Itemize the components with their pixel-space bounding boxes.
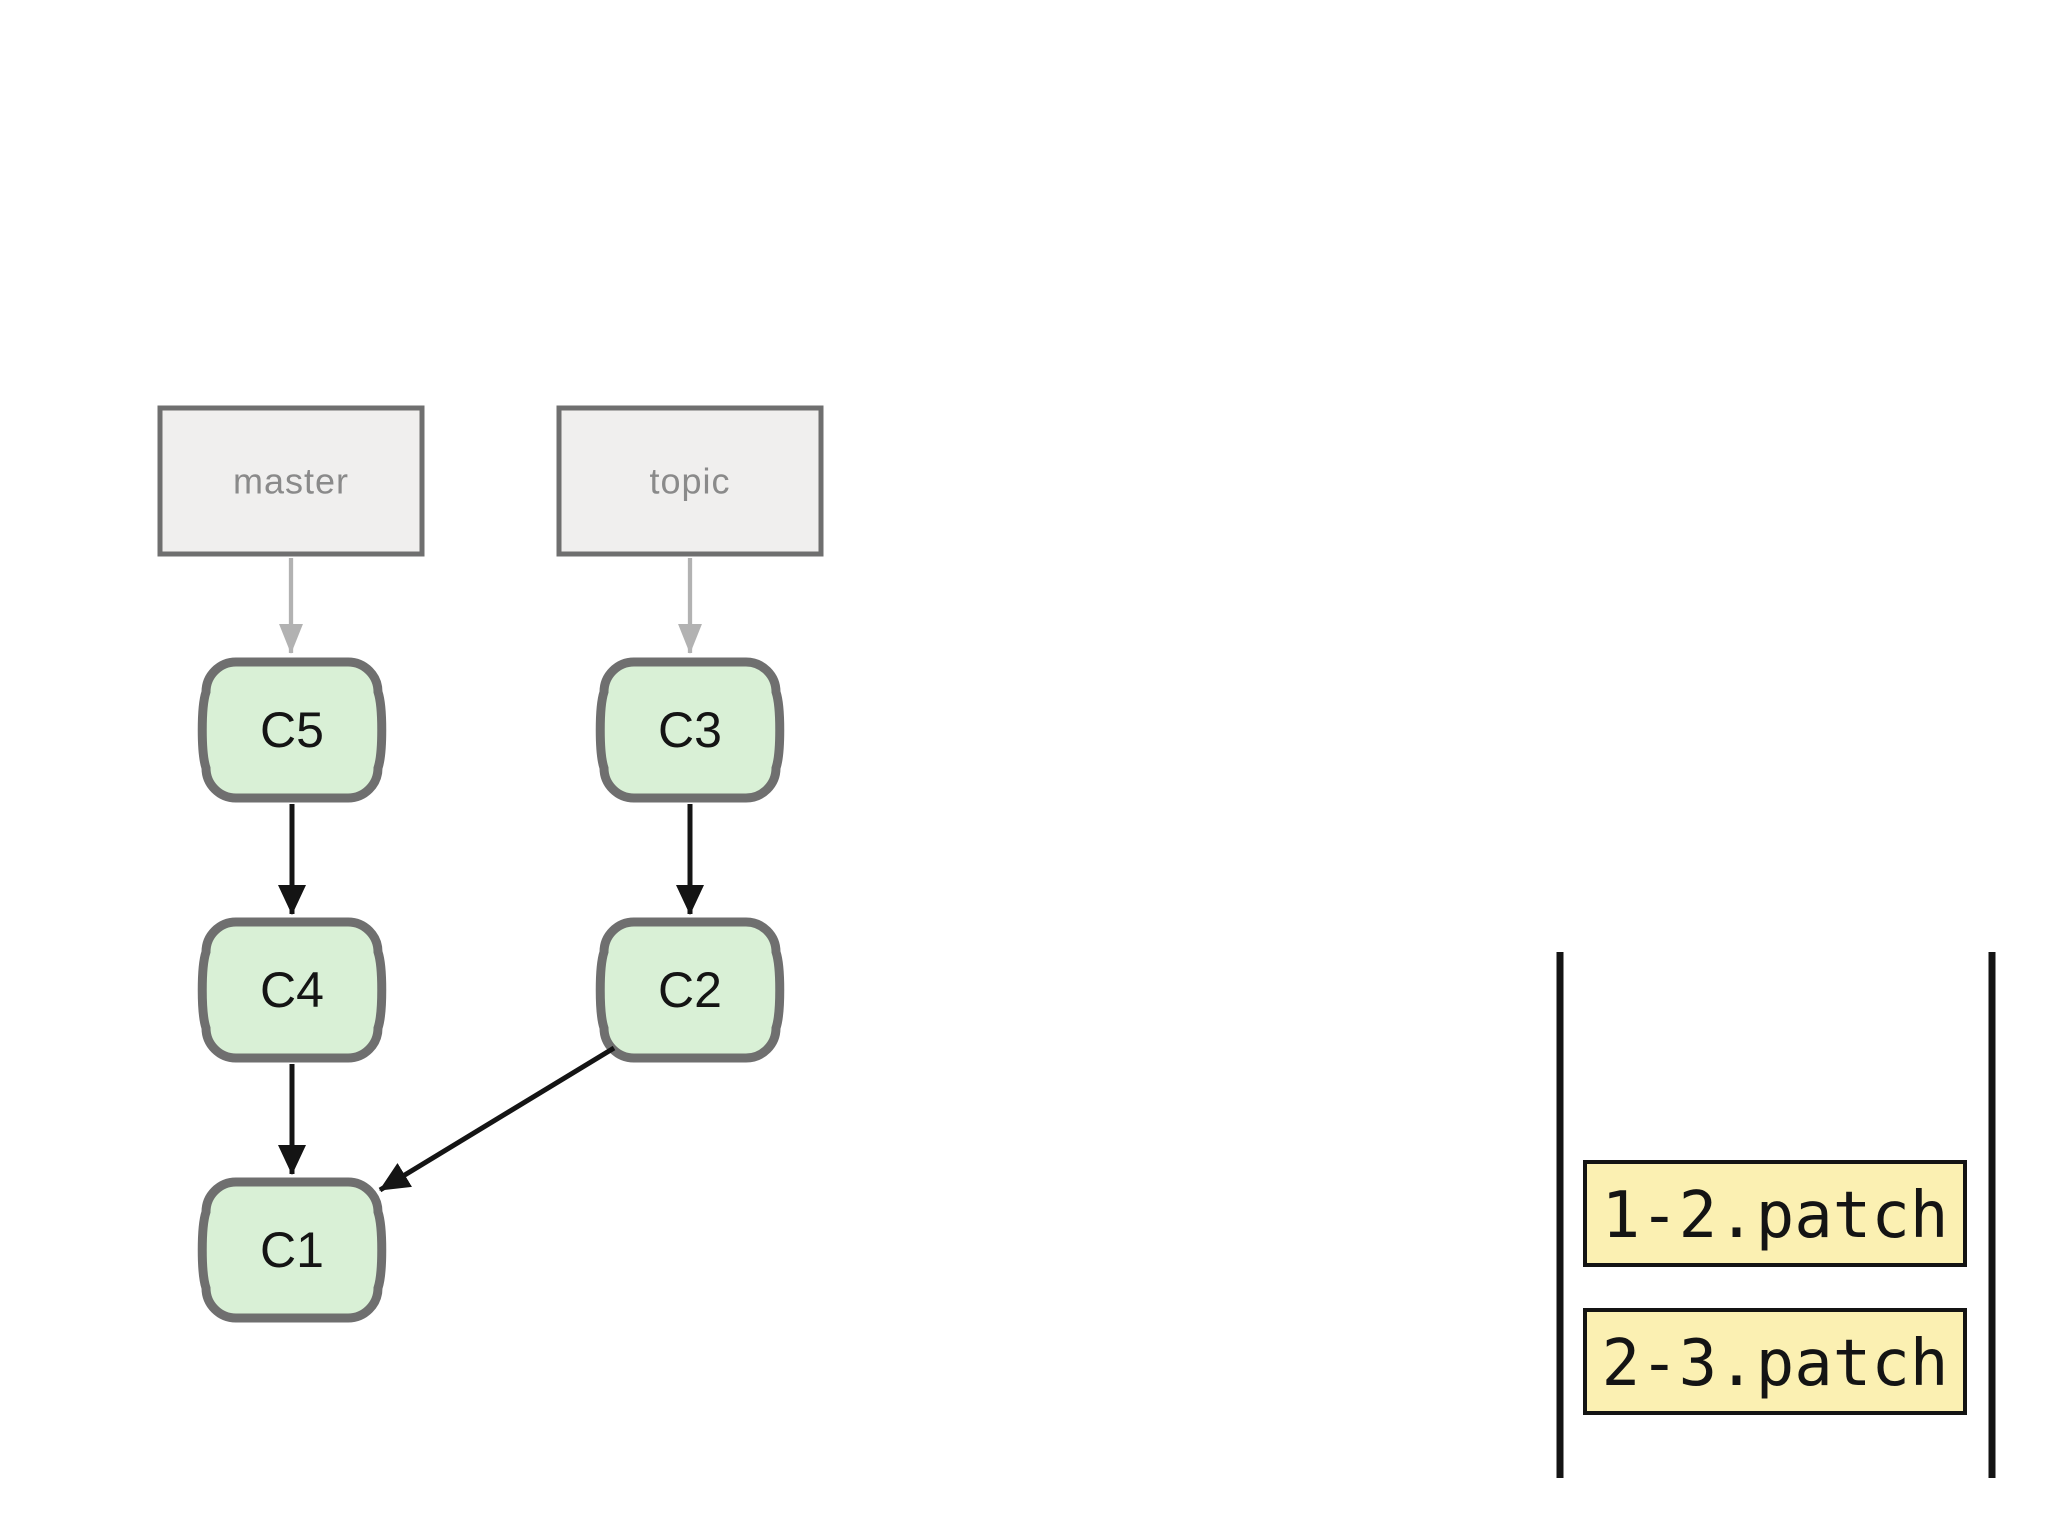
- patch-label-1-2: 1-2.patch: [1602, 1179, 1949, 1253]
- branch-box-topic: [556, 405, 824, 557]
- branch-box-master: [157, 405, 425, 557]
- branch-label-topic-text: topic: [649, 461, 730, 502]
- commit-node-c2: C2: [600, 922, 780, 1058]
- commit-node-c4: C4: [202, 922, 382, 1058]
- branch-label-master-text: master: [233, 461, 349, 502]
- commit-label-c5: C5: [260, 702, 324, 758]
- commit-label-c2: C2: [658, 962, 722, 1018]
- branch-label-master: master: [157, 405, 425, 557]
- commit-label-c3: C3: [658, 702, 722, 758]
- commit-label-c4: C4: [260, 962, 324, 1018]
- branch-label-topic: topic: [556, 405, 824, 557]
- edge-c2-to-c1: [378, 1045, 616, 1193]
- patch-label-2-3: 2-3.patch: [1602, 1327, 1949, 1401]
- commit-node-c3: C3: [600, 662, 780, 798]
- patch-file-1-2: 1-2.patch: [1583, 1160, 1967, 1267]
- patch-file-2-3: 2-3.patch: [1583, 1308, 1967, 1415]
- patch-box-1-2: [1583, 1160, 1967, 1267]
- commit-node-c5: C5: [202, 662, 382, 798]
- commit-label-c1: C1: [260, 1222, 324, 1278]
- commit-node-c1: C1: [202, 1182, 382, 1318]
- patch-box-2-3: [1583, 1308, 1967, 1415]
